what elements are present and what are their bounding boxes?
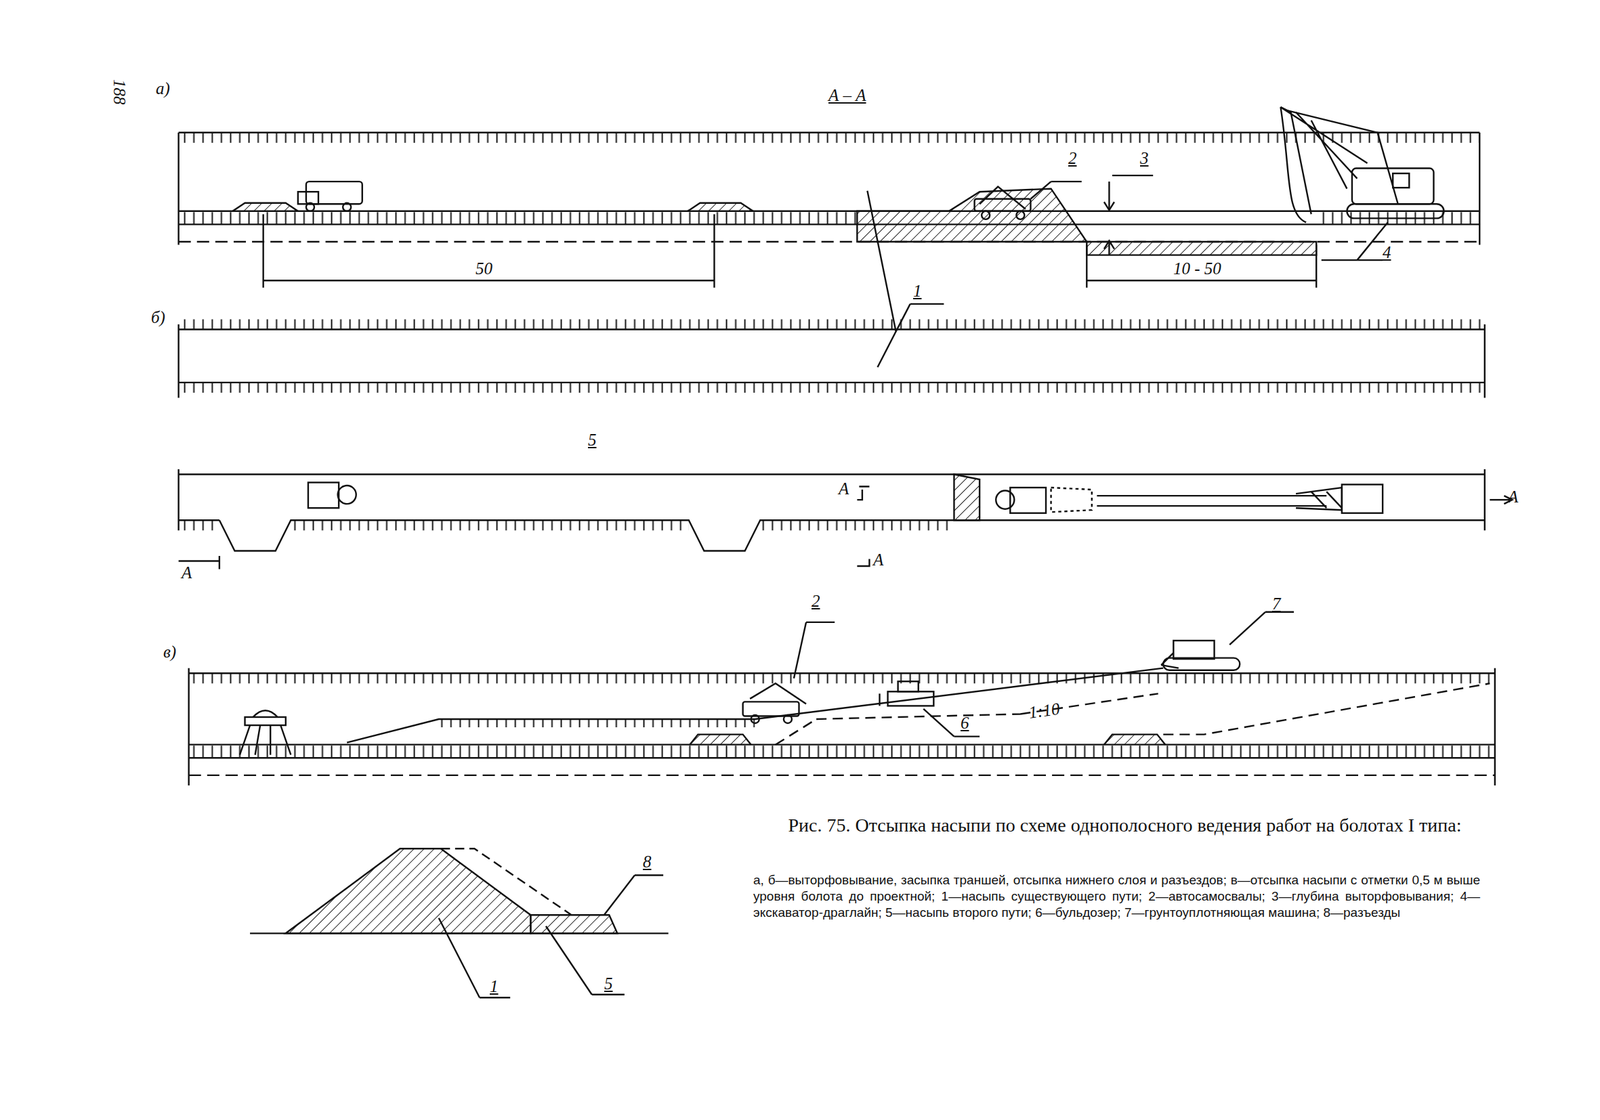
- callout-label: 5: [587, 430, 597, 450]
- callout-label: в): [163, 642, 177, 662]
- callout-label: а): [155, 79, 171, 99]
- callout-label: 2: [1068, 149, 1078, 168]
- callout-label: 8: [642, 852, 652, 872]
- figure-caption: а, б—выторфовывание, засыпка траншей, от…: [753, 872, 1481, 921]
- callout-label: б): [151, 308, 166, 328]
- figure-title: Рис. 75. Отсыпка насыпи по схеме однопол…: [760, 814, 1490, 838]
- callout-label: 3: [1140, 149, 1149, 168]
- callout-label: 2: [811, 592, 821, 612]
- callout-label: 188: [110, 79, 130, 105]
- callout-label: 6: [960, 713, 970, 733]
- callout-label: 7: [1272, 594, 1281, 614]
- callout-label: А – А: [828, 86, 867, 105]
- callout-label: 1:10: [1027, 699, 1061, 723]
- callout-label: А: [181, 563, 192, 583]
- callout-label: 1: [913, 281, 922, 301]
- callout-label: А: [838, 479, 849, 499]
- callout-label: А: [1507, 487, 1519, 507]
- callout-label: 5: [604, 974, 614, 994]
- callout-label: 1: [489, 977, 499, 997]
- callout-label: 4: [1382, 243, 1392, 263]
- callout-label: 10 - 50: [1173, 259, 1222, 279]
- callout-label: А: [873, 550, 884, 570]
- callout-label: 50: [475, 259, 493, 279]
